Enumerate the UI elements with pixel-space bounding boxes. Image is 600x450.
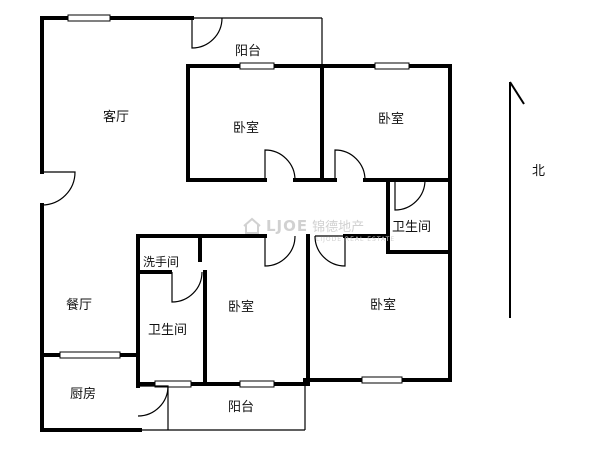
room-label-living: 客厅 (103, 110, 130, 125)
room-label-balcony-top: 阳台 (235, 44, 262, 59)
doors (41, 17, 426, 417)
thin-walls (140, 17, 323, 431)
room-label-bathroom-mid: 卫生间 (148, 323, 188, 338)
watermark-sub: LIJODE REAL ESTATE (316, 236, 396, 243)
watermark-cn: 锦德地产 (312, 220, 365, 235)
room-label-kitchen: 厨房 (70, 387, 97, 402)
north-arrow (509, 81, 525, 318)
north-label: 北 (532, 164, 546, 179)
room-label-dining: 餐厅 (66, 298, 93, 313)
room-label-bedroom-bottom2: 卧室 (370, 298, 397, 313)
room-label-washroom: 洗手间 (143, 255, 180, 269)
room-label-bedroom-top2: 卧室 (378, 112, 405, 127)
room-label-balcony-bottom: 阳台 (228, 400, 255, 415)
watermark-brand: LJOE (266, 216, 309, 235)
windows (59, 14, 410, 388)
room-label-bedroom-bottom1: 卧室 (228, 300, 255, 315)
walls (40, 16, 452, 432)
house-icon (243, 217, 261, 234)
room-label-bathroom-right: 卫生间 (392, 220, 432, 235)
room-label-bedroom-top1: 卧室 (233, 121, 260, 136)
watermark-logo: LJOE 锦德地产 (242, 216, 364, 235)
